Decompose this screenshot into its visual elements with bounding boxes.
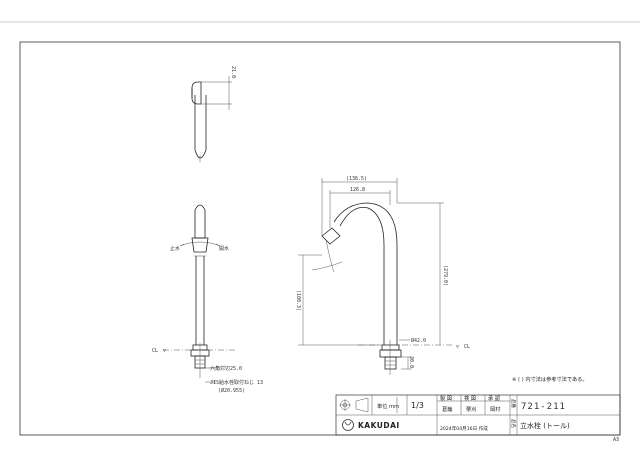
name-label: 品名: [510, 419, 517, 428]
drawing-border: [19, 41, 621, 436]
note-pipe-dia: (Ø20.955): [218, 387, 245, 394]
svg-text:KAKUDAI: KAKUDAI: [358, 421, 400, 430]
title-block: 単位 mm 1/3 製 図 検 図 承 認 葛籠 栗刈 岡村 品番 721-21…: [335, 394, 621, 436]
dim-reach-total: (136.5): [346, 176, 367, 182]
paper-size: A3: [613, 437, 619, 443]
dim-reach: 126.8: [350, 187, 365, 193]
scale-value: 1/3: [411, 401, 424, 410]
side-cl-label: CL: [464, 344, 470, 350]
dim-base-dia: Ø42.0: [411, 337, 426, 344]
note-hex: 六角対辺25.0: [210, 365, 242, 372]
reference-dimension-note: ※ ( ) 内寸法は参考寸法である。: [512, 375, 588, 383]
col-approved-header: 承 認: [488, 394, 501, 402]
front-view: 止水 開水 CL ▽ 六角対辺25.0 JIS給水栓取付ねじ 13 (Ø20.9…: [152, 204, 263, 394]
svg-text:▽: ▽: [456, 344, 459, 350]
top-view: 21.0: [191, 66, 236, 162]
dim-height-total: (279.0): [442, 265, 448, 286]
note-jis-thread: JIS給水栓取付ねじ 13: [210, 379, 263, 386]
front-cl-label: CL: [152, 348, 158, 354]
rotation-close-label: 止水: [170, 245, 180, 252]
side-view: ▽ CL (136.5) 126.8 (279.0) (180.3) Ø42.0…: [295, 176, 470, 375]
dim-bottom: 30.0: [408, 356, 414, 368]
part-no: 721-211: [521, 402, 566, 412]
col-checked-header: 検 図: [464, 394, 476, 402]
sign-checked: 栗刈: [466, 405, 476, 413]
rotation-open-label: 開水: [219, 245, 229, 252]
projection-symbol-icon: [339, 397, 369, 413]
kakudai-logo: KAKUDAI: [342, 419, 400, 431]
product-name: 立水栓 (トール): [520, 421, 570, 430]
dim-top-width: 21.0: [230, 66, 236, 78]
part-no-label: 品番: [510, 399, 517, 408]
dim-outlet-height: (180.3): [295, 290, 301, 311]
sign-approved: 岡村: [490, 405, 500, 413]
svg-text:▽: ▽: [163, 348, 166, 354]
col-drawn-header: 製 図: [440, 394, 452, 402]
creation-date: 2024年04月16日 作成: [440, 425, 488, 432]
unit-label: 単位 mm: [377, 402, 399, 410]
sign-drawn: 葛籠: [442, 405, 452, 413]
